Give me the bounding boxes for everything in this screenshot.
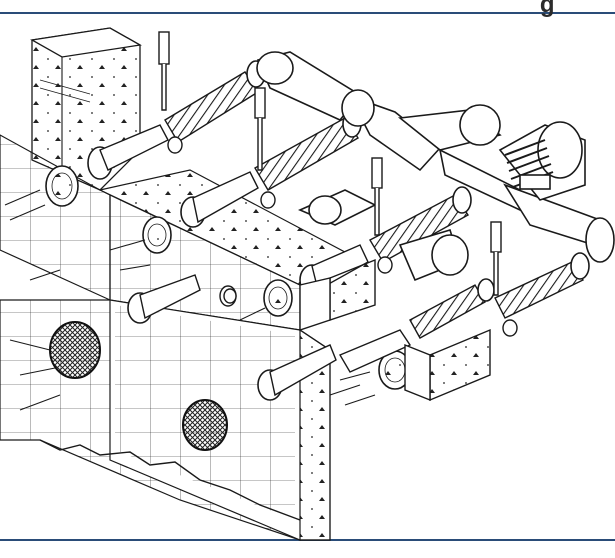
suction-grate-left: [49, 321, 101, 379]
flexible-hose-3: [369, 194, 469, 263]
junction-box-lower: [404, 328, 491, 402]
air-inlet-tubes: [158, 31, 502, 296]
flow-arrows: [4, 189, 376, 411]
rigid-pipe-manifold: [256, 51, 615, 282]
control-valves: [167, 136, 518, 337]
wall-jet-nozzle-1: [45, 146, 113, 207]
title-fragment: g: [539, 0, 555, 18]
rear-column: [30, 27, 142, 191]
flexible-hose-1: [164, 71, 259, 143]
suction-grate-right: [182, 399, 228, 451]
wall-jet-nozzle-5: [257, 350, 412, 401]
pump-motor: [498, 121, 586, 201]
junction-box-upper: [299, 258, 376, 331]
flexible-hose-2: [254, 117, 359, 191]
flexible-hose-4: [409, 284, 486, 339]
flexible-hose-5: [494, 261, 584, 319]
hose-couplings: [246, 60, 590, 302]
